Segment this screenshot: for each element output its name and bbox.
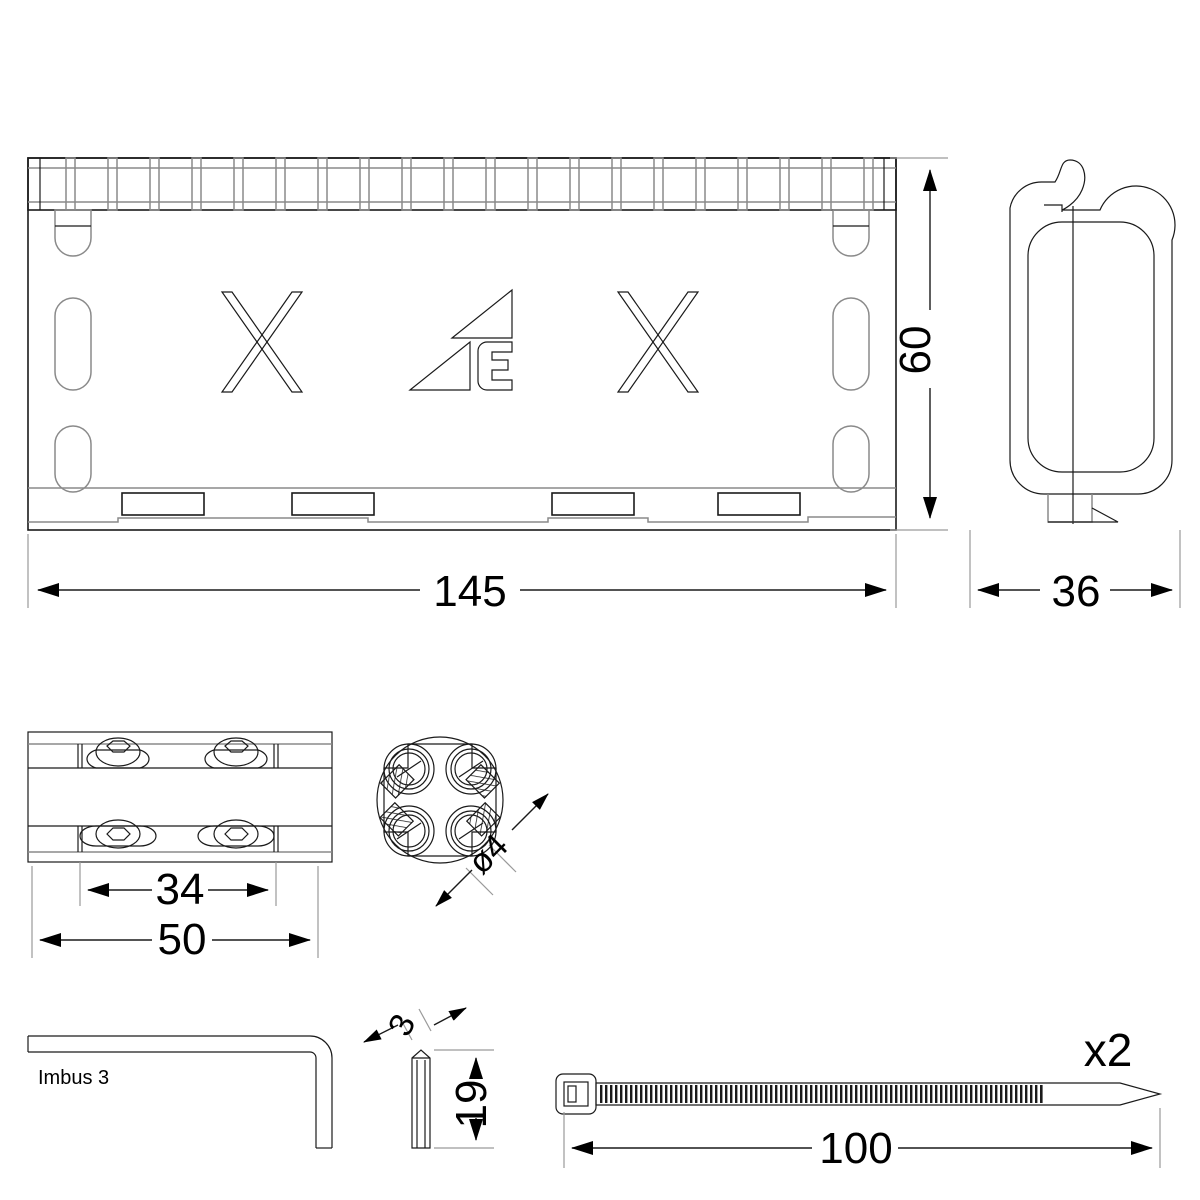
- bottom-slot-3: [551, 492, 635, 516]
- screw-br: [445, 801, 501, 857]
- x-mark-left: [220, 291, 304, 393]
- hex-screw-top-right: [204, 737, 268, 769]
- cable-tie-quantity: x2: [1084, 1024, 1133, 1076]
- cable-tie-head: [555, 1073, 597, 1115]
- dimension-60: 60: [890, 157, 948, 531]
- dimension-34-text: 34: [156, 865, 205, 914]
- hex-screw-bottom-right: [197, 819, 275, 849]
- dimension-100-text: 100: [819, 1124, 892, 1173]
- dimension-60-text: 60: [891, 326, 940, 375]
- top-clip-right: [832, 209, 870, 257]
- dimension-19-text: 19: [447, 1080, 496, 1129]
- hex-screw-bottom-left: [79, 819, 157, 849]
- dimension-145-text: 145: [433, 567, 506, 616]
- comb-teeth: [39, 157, 885, 211]
- allen-key-short-arm: [411, 1049, 431, 1149]
- dimension-36: 36: [969, 530, 1181, 616]
- top-clip-left: [54, 209, 92, 257]
- front-view-bracket: [27, 157, 897, 531]
- allen-key-label: Imbus 3: [38, 1067, 109, 1089]
- screw-tl: [379, 743, 435, 799]
- screw-tr: [445, 743, 501, 799]
- dimension-50: 50: [31, 866, 319, 964]
- ae-logo: [408, 288, 513, 391]
- oval-slot-right-lower: [832, 425, 870, 493]
- bottom-slot-2: [291, 492, 375, 516]
- x-mark-right: [616, 291, 700, 393]
- bottom-tab: [1047, 494, 1119, 523]
- allen-key-view: Imbus 3: [27, 1035, 333, 1149]
- dimension-36-text: 36: [1052, 567, 1101, 616]
- screw-cluster-section: [376, 736, 504, 864]
- dimension-145: 145: [27, 534, 897, 616]
- bottom-slot-4: [717, 492, 801, 516]
- dimension-50-text: 50: [158, 915, 207, 964]
- dimension-3: 3: [363, 1007, 467, 1043]
- dimension-3-text: 3: [381, 1008, 423, 1042]
- hex-screw-top-left: [86, 737, 150, 769]
- side-view-bracket: [1009, 159, 1176, 524]
- bottom-slot-1: [121, 492, 205, 516]
- dimension-34: 34: [79, 862, 277, 914]
- oval-slot-left-lower: [54, 425, 92, 493]
- oval-slot-left-upper: [54, 297, 92, 391]
- cable-tie-view: x2: [555, 1024, 1163, 1115]
- dimension-100: 100: [563, 1108, 1161, 1173]
- cable-tie-strap: [595, 1082, 1163, 1106]
- dimension-19: 19: [434, 1049, 496, 1149]
- clamp-plate-view: [27, 731, 333, 863]
- screw-bl: [379, 801, 435, 857]
- oval-slot-right-upper: [832, 297, 870, 391]
- comb-rack: [27, 157, 897, 211]
